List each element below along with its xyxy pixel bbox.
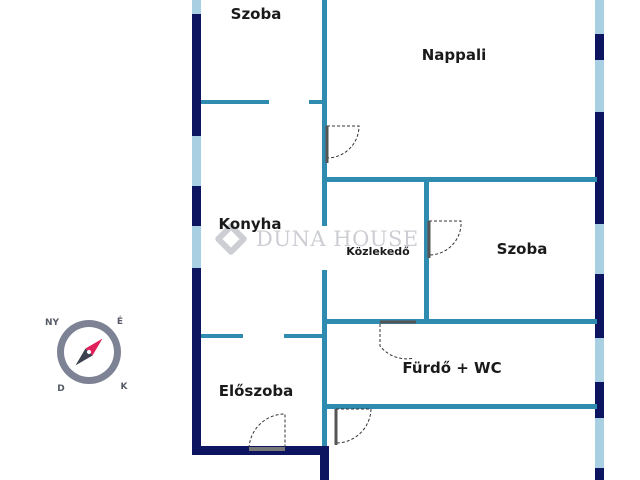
room-labels: Szoba Nappali Konyha Közlekedő Szoba Für…: [219, 5, 548, 400]
compass-label-d: D: [57, 384, 64, 394]
window-left-lower: [192, 226, 201, 268]
window-right-upper: [595, 60, 604, 112]
compass-label-k: K: [121, 382, 129, 392]
compass-label-e: É: [117, 315, 123, 327]
wall-vertical-lower: [322, 270, 327, 446]
door-lower-hall: [334, 408, 372, 445]
watermark-logo-icon: [215, 223, 247, 255]
room-label-kozlekedo: Közlekedő: [346, 245, 410, 258]
room-label-szoba-top: Szoba: [231, 5, 282, 23]
door-szoba-right: [427, 220, 462, 258]
wall-nappali-bottom: [322, 177, 597, 182]
window-right-middle: [595, 224, 604, 274]
door-entrance: [248, 413, 286, 451]
window-right-bottom: [595, 418, 604, 468]
room-label-nappali: Nappali: [422, 46, 487, 64]
compass-needle-icon: [75, 338, 103, 366]
room-label-furdo: Fürdő + WC: [402, 359, 501, 377]
wall-vertical-upper: [322, 0, 327, 226]
wall-konyha-eloszoba-right: [284, 334, 324, 338]
room-label-eloszoba: Előszoba: [219, 382, 294, 400]
door-furdo: [379, 320, 416, 360]
room-label-szoba-right: Szoba: [497, 240, 548, 258]
compass-label-ny: NY: [45, 318, 60, 328]
wall-kozlekedo-szoba: [424, 177, 429, 322]
compass: NY É D K: [45, 315, 129, 394]
watermark-text: DUNA HOUSE: [256, 227, 419, 251]
wall-furdo-top: [322, 319, 597, 324]
room-label-konyha: Konyha: [219, 215, 282, 233]
wall-konyha-eloszoba-left: [201, 334, 243, 338]
window-right-top: [595, 0, 604, 34]
windows: [192, 0, 604, 468]
wall-szoba-konyha-right: [309, 100, 324, 104]
outer-wall-bottom-stub: [320, 446, 329, 480]
door-nappali: [325, 125, 360, 163]
wall-szoba-konyha-left: [201, 100, 269, 104]
window-left-top: [192, 0, 201, 14]
window-right-lower: [595, 338, 604, 382]
inner-walls: [201, 0, 597, 446]
watermark: DUNA HOUSE: [215, 223, 419, 255]
doors: [248, 125, 462, 451]
wall-furdo-bottom: [322, 404, 597, 409]
window-left-mid: [192, 136, 201, 186]
